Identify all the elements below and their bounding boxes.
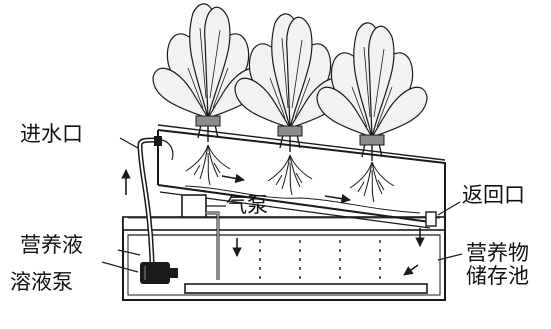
label-storage-line2: 储存池 bbox=[466, 266, 529, 287]
supply-tube bbox=[140, 136, 173, 262]
label-storage-line1: 营养物 bbox=[466, 243, 529, 264]
return-outlet bbox=[426, 212, 436, 226]
label-inlet: 进水口 bbox=[20, 124, 83, 145]
label-return-outlet: 返回口 bbox=[462, 185, 525, 206]
plant-right bbox=[317, 23, 427, 202]
label-solution-pump: 溶液泵 bbox=[10, 272, 73, 293]
label-air-pump: 气泵 bbox=[226, 195, 268, 216]
bottom-tray bbox=[185, 284, 427, 293]
air-bubble-lines bbox=[260, 240, 380, 280]
air-pump-box bbox=[182, 195, 206, 217]
solution-pump bbox=[140, 262, 178, 284]
label-nutrient-solution: 营养液 bbox=[20, 235, 83, 256]
